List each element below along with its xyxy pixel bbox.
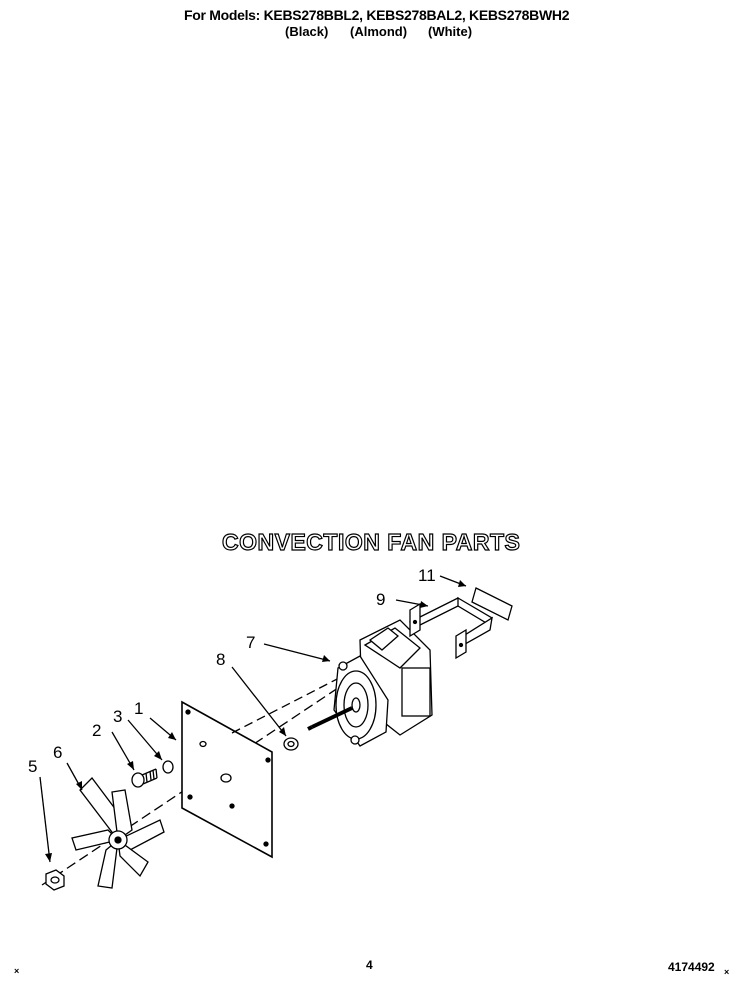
callout-9: 9 [376, 590, 385, 609]
color-label-black: (Black) [285, 24, 329, 39]
mounting-plate [181, 674, 346, 859]
insulation-pad [471, 587, 513, 621]
leader-arrowheads [45, 580, 466, 862]
models-header: For Models: KEBS278BBL2, KEBS278BAL2, KE… [184, 7, 570, 23]
nut [45, 869, 65, 891]
page-number: 4 [366, 958, 373, 972]
fan-motor [307, 619, 433, 747]
document-number: 4174492 [668, 960, 715, 974]
mounting-bracket [409, 596, 493, 660]
footer-mark-right: × [724, 967, 730, 977]
color-label-almond: (Almond) [350, 24, 408, 39]
spacer [283, 737, 299, 751]
callout-7: 7 [246, 633, 255, 652]
footer-mark-left: × [14, 966, 20, 976]
fan-blade [71, 777, 165, 889]
color-label-white: (White) [428, 24, 473, 39]
callout-6: 6 [53, 743, 62, 762]
washer [162, 760, 174, 774]
callout-3: 3 [113, 707, 122, 726]
callout-2: 2 [92, 721, 101, 740]
diagram-title: CONVECTION FAN PARTS [221, 528, 521, 555]
screw [131, 768, 158, 788]
callout-5: 5 [28, 757, 37, 776]
callout-1: 1 [134, 699, 143, 718]
callout-8: 8 [216, 650, 225, 669]
callout-11: 11 [418, 566, 436, 585]
leader-lines [39, 575, 467, 863]
